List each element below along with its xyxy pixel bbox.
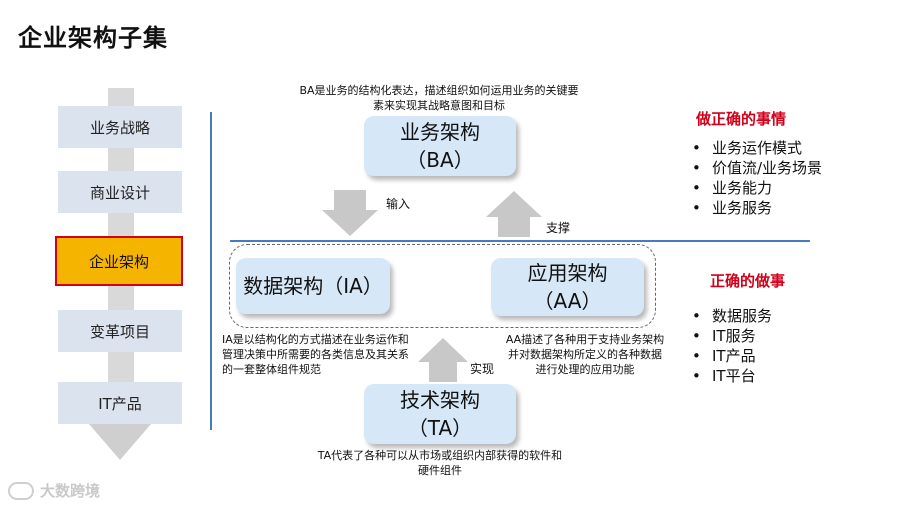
- realize-label: 实现: [470, 362, 495, 376]
- stage-down-arrow-icon: [89, 424, 151, 460]
- horizontal-divider: [230, 240, 810, 242]
- list-item: 业务服务: [690, 198, 880, 218]
- stage-enterprise-architecture: 企业架构: [55, 236, 183, 286]
- watermark-logo-icon: [8, 481, 34, 500]
- right-bottom-list: 数据服务 IT服务 IT产品 IT平台: [690, 306, 880, 386]
- page-title: 企业架构子集: [18, 24, 168, 52]
- list-item: 业务能力: [690, 178, 880, 198]
- ba-note: BA是业务的结构化表达，描述组织如何运用业务的关键要素来实现其战略意图和目标: [299, 84, 579, 112]
- aa-box: 应用架构 （AA）: [491, 258, 644, 316]
- stage-label: 企业架构: [88, 252, 149, 271]
- aa-title: 应用架构: [527, 261, 608, 285]
- vertical-divider: [210, 112, 212, 430]
- ia-title: 数据架构（IA）: [243, 274, 383, 298]
- ia-box: 数据架构（IA）: [236, 258, 390, 314]
- list-item: 价值流/业务场景: [690, 158, 880, 178]
- ia-note: IA是以结构化的方式描述在业务运作和管理决策中所需要的各类信息及其关系的一套整体…: [222, 333, 409, 376]
- stage-business-design: 商业设计: [58, 171, 182, 213]
- right-top-list: 业务运作模式 价值流/业务场景 业务能力 业务服务: [690, 138, 880, 218]
- stage-label: 变革项目: [89, 322, 150, 341]
- right-bottom-heading: 正确的做事: [710, 272, 786, 290]
- list-item: 业务运作模式: [690, 138, 880, 158]
- input-down-arrow-icon: [322, 190, 378, 236]
- ba-abbr: （BA）: [406, 148, 474, 172]
- list-item: IT服务: [690, 326, 880, 346]
- aa-abbr: （AA）: [533, 289, 602, 313]
- stage-it-products: IT产品: [58, 382, 182, 424]
- ta-title: 技术架构: [400, 388, 480, 412]
- watermark: 大数跨境: [8, 480, 100, 501]
- realize-up-arrow-icon: [418, 338, 468, 382]
- stage-label: IT产品: [98, 394, 142, 413]
- stage-label: 商业设计: [89, 183, 150, 202]
- ta-box: 技术架构 （TA）: [364, 384, 516, 444]
- right-top-heading: 做正确的事情: [696, 110, 787, 128]
- support-label: 支撑: [546, 221, 571, 235]
- aa-note: AA描述了各种用于支持业务架构并对数据架构所定义的各种数据进行处理的应用功能: [505, 333, 665, 376]
- stage-change-projects: 变革项目: [58, 310, 182, 352]
- ba-box: 业务架构 （BA）: [364, 116, 516, 176]
- stage-business-strategy: 业务战略: [58, 106, 182, 148]
- stage-label: 业务战略: [89, 118, 150, 137]
- list-item: IT产品: [690, 346, 880, 366]
- support-up-arrow-icon: [486, 191, 542, 237]
- ta-note: TA代表了各种可以从市场或组织内部获得的软件和硬件组件: [317, 449, 563, 477]
- list-item: IT平台: [690, 366, 880, 386]
- watermark-text: 大数跨境: [40, 482, 101, 500]
- ia-aa-group: [229, 244, 656, 328]
- ta-abbr: （TA）: [407, 416, 473, 440]
- list-item: 数据服务: [690, 306, 880, 326]
- input-label: 输入: [386, 197, 411, 211]
- ba-title: 业务架构: [400, 120, 480, 144]
